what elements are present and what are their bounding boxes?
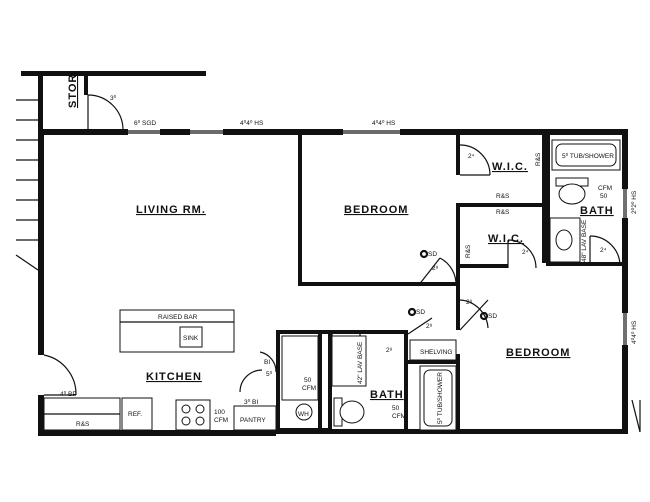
room-kitchen: KITCHEN xyxy=(146,371,202,383)
label-shelving: SHELVING xyxy=(420,349,452,356)
label-lav-1: 48" LAV BASE xyxy=(581,219,588,262)
label-stor-door: 3⁰ xyxy=(110,94,117,102)
label-wh: WH xyxy=(298,411,309,418)
label-wic2-rs-v: R&S xyxy=(465,244,472,258)
label-pantry: PANTRY xyxy=(240,417,266,424)
fixtures xyxy=(43,139,621,431)
label-bp: 4⁰ BP xyxy=(60,390,77,398)
label-util-cfm-lbl: CFM xyxy=(302,385,316,392)
label-bed1-door: 2⁸ xyxy=(432,265,439,272)
room-living: LIVING RM. xyxy=(136,204,206,216)
label-bath1-door: 2⁴ xyxy=(600,247,607,254)
room-bath-2: BATH xyxy=(370,389,404,401)
patio-hatch xyxy=(15,99,641,433)
label-cfm-1: CFM xyxy=(598,185,612,192)
room-bath-1: BATH xyxy=(580,205,614,217)
label-cfm-1-val: 50 xyxy=(600,193,608,200)
label-sd-2: SD xyxy=(416,309,425,316)
label-lav-2: 42" LAV BASE xyxy=(357,341,364,384)
label-sgd: 6⁰ SGD xyxy=(134,119,156,127)
label-bi: BI xyxy=(264,359,270,366)
room-stor: STOR xyxy=(67,74,79,108)
label-ref: REF. xyxy=(128,411,142,418)
label-raised-bar: RAISED BAR xyxy=(158,314,198,321)
label-pantry-door: 3⁰ BI xyxy=(244,398,258,406)
label-closet-door: 2⁸ xyxy=(426,323,433,330)
annotations: 6⁰ SGD 4⁰4⁰ HS 4⁰4⁰ HS 2⁰2⁰ HS 4⁰4⁰ HS 3… xyxy=(60,94,638,428)
label-cfm-2: CFM xyxy=(392,413,406,420)
label-hood: 100 xyxy=(214,409,225,416)
label-hood-cfm: CFM xyxy=(214,417,228,424)
label-hs-3: 2⁰2⁰ HS xyxy=(630,190,638,214)
room-bedroom-2: BEDROOM xyxy=(506,347,570,359)
label-sink: SINK xyxy=(183,335,199,342)
room-bedroom-1: BEDROOM xyxy=(344,204,408,216)
label-sd-1: SD xyxy=(428,251,437,258)
label-wic1-rs-h: R&S xyxy=(496,193,510,200)
exterior-walls xyxy=(21,71,628,436)
label-util-cfm: 50 xyxy=(304,377,312,384)
room-labels: STOR LIVING RM. BEDROOM W.I.C. W.I.C. BA… xyxy=(67,74,614,401)
label-bath2-door: 2⁸ xyxy=(386,347,393,354)
label-tub-1: 5⁰ TUB/SHOWER xyxy=(562,152,614,160)
label-rs-kitchen: R&S xyxy=(76,421,90,428)
label-hs-2: 4⁰4⁰ HS xyxy=(372,119,396,127)
label-hs-4: 4⁰4⁰ HS xyxy=(630,320,638,344)
top-openings xyxy=(128,130,627,345)
room-wic-1: W.I.C. xyxy=(492,161,528,173)
label-sd-3: SD xyxy=(488,313,497,320)
label-wic2-door: 2⁴ xyxy=(522,249,529,256)
label-wic2-rs-h: R&S xyxy=(496,209,510,216)
label-hs-1: 4⁰4⁰ HS xyxy=(240,119,264,127)
label-wic1-door: 2⁴ xyxy=(468,153,475,160)
label-hall-door: 2⁸ xyxy=(466,299,473,306)
label-tub-2: 5⁰ TUB/SHOWER xyxy=(436,372,444,424)
label-door-50: 5⁰ xyxy=(266,370,273,378)
room-wic-2: W.I.C. xyxy=(488,233,524,245)
interior-walls xyxy=(276,135,626,434)
raised-bar xyxy=(119,309,235,353)
label-cfm-2-val: 50 xyxy=(392,405,400,412)
label-wic1-rs-v: R&S xyxy=(535,152,542,166)
